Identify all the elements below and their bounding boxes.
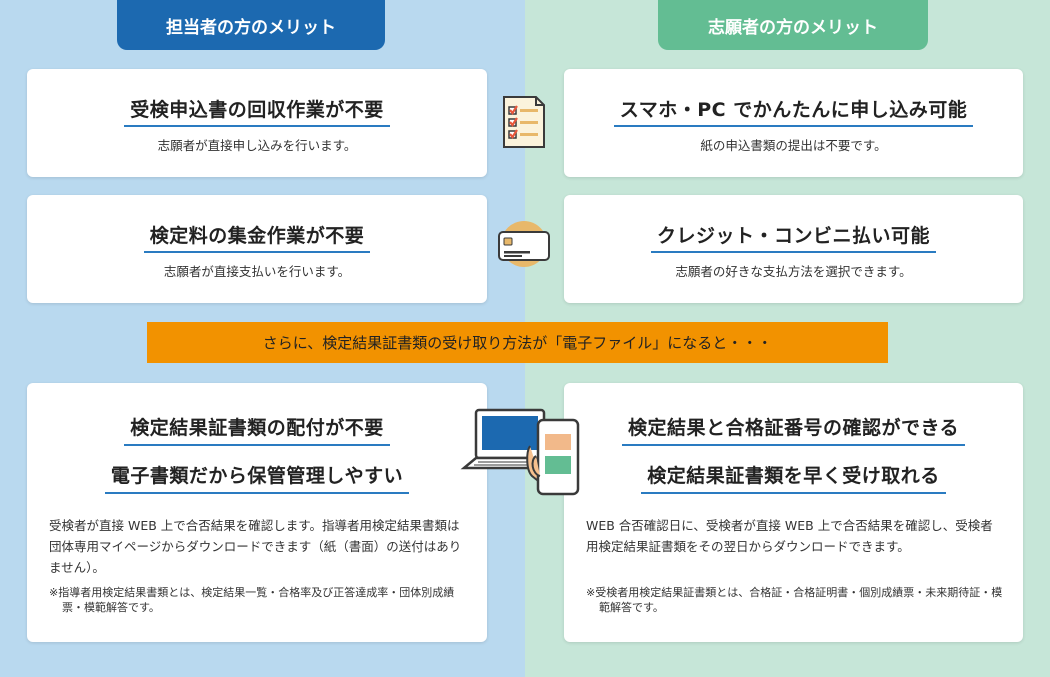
credit-card-icon [498, 221, 550, 267]
card-no-application-collection: 受検申込書の回収作業が不要 志願者が直接申し込みを行います。 [27, 69, 487, 177]
card-footnote: ※指導者用検定結果書類とは、検定結果一覧・合格率及び正答達成率・団体別成績票・模… [49, 586, 455, 614]
applicant-merit-tab: 志願者の方のメリット [658, 0, 928, 50]
card-subtitle: 志願者の好きな支払方法を選択できます。 [675, 264, 912, 279]
card-title: 検定料の集金作業が不要 [143, 221, 371, 253]
checklist-form-icon [503, 96, 545, 148]
card-body-text: 受検者が直接 WEB 上で合否結果を確認します。指導者用検定結果書類は団体専用マ… [49, 518, 462, 575]
card-staff-electronic-results: 検定結果証書類の配付が不要 電子書類だから保管管理しやすい 受検者が直接 WEB… [27, 383, 487, 642]
card-applicant-electronic-results: 検定結果と合格証番号の確認ができる 検定結果証書類を早く受け取れる WEB 合否… [564, 383, 1023, 642]
card-subtitle: 紙の申込書類の提出は不要です。 [700, 138, 887, 153]
card-credit-convenience-payment: クレジット・コンビニ払い可能 志願者の好きな支払方法を選択できます。 [564, 195, 1023, 303]
card-title-secondary: 検定結果証書類を早く受け取れる [641, 461, 946, 494]
card-easy-online-application: スマホ・PC でかんたんに申し込み可能 紙の申込書類の提出は不要です。 [564, 69, 1023, 177]
card-title: 受検申込書の回収作業が不要 [124, 95, 390, 127]
card-subtitle: 志願者が直接支払いを行います。 [163, 264, 351, 279]
electronic-file-banner: さらに、検定結果証書類の受け取り方法が「電子ファイル」になると・・・ [147, 322, 888, 363]
staff-merit-tab: 担当者の方のメリット [117, 0, 385, 50]
card-title: スマホ・PC でかんたんに申し込み可能 [613, 95, 974, 127]
card-title-secondary: 電子書類だから保管管理しやすい [104, 461, 410, 494]
card-no-fee-collection: 検定料の集金作業が不要 志願者が直接支払いを行います。 [27, 195, 487, 303]
card-footnote: ※受検者用検定結果証書類とは、合格証・合格証明書・個別成績票・未来期待証・模範解… [586, 586, 1003, 614]
laptop-and-smartphone-icon [460, 408, 580, 496]
card-title: 検定結果と合格証番号の確認ができる [621, 413, 966, 446]
card-title: クレジット・コンビニ払い可能 [650, 221, 936, 253]
card-title: 検定結果証書類の配付が不要 [124, 413, 390, 446]
card-subtitle: 志願者が直接申し込みを行います。 [157, 138, 357, 153]
card-body-text: WEB 合否確認日に、受検者が直接 WEB 上で合否結果を確認し、受検者用検定結… [586, 518, 993, 554]
